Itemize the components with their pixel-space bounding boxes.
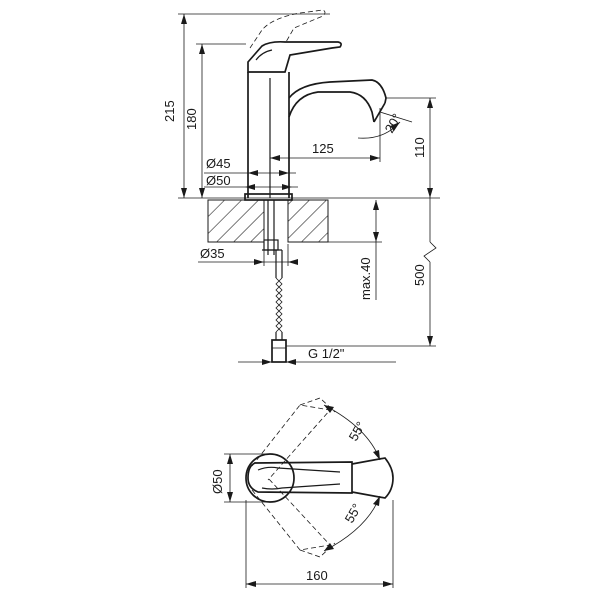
countertop-section bbox=[207, 199, 329, 243]
dim-total-height: 215 bbox=[162, 13, 330, 198]
dim-thread: G 1/2" bbox=[238, 346, 396, 365]
dim-hose-length: 500 bbox=[286, 198, 437, 347]
dim-label-55-lower: 55° bbox=[342, 501, 365, 526]
dim-outlet-height: 110 bbox=[386, 97, 436, 198]
dim-label-20deg: 20° bbox=[382, 111, 405, 136]
dim-max-40: max.40 bbox=[328, 200, 382, 300]
top-base-circle bbox=[245, 453, 295, 503]
dim-dia-50: Ø50 bbox=[204, 173, 298, 190]
top-handle-rotated-upper bbox=[251, 404, 331, 481]
dim-spout-angle: 20° bbox=[357, 111, 413, 139]
top-handle-rotated-lower bbox=[251, 477, 331, 551]
dim-top-dia-50: Ø50 bbox=[210, 453, 268, 503]
top-view: 55° 55° Ø50 160 bbox=[210, 397, 394, 588]
dim-spout-reach: 125 bbox=[270, 108, 381, 162]
dim-label-top-d50: Ø50 bbox=[210, 469, 225, 494]
faucet-body bbox=[244, 72, 293, 201]
dim-label-500: 500 bbox=[412, 264, 427, 286]
dim-dia-45: Ø45 bbox=[204, 156, 296, 176]
dim-label-thread: G 1/2" bbox=[308, 346, 345, 361]
dim-label-d45: Ø45 bbox=[206, 156, 231, 171]
dim-label-d35: Ø35 bbox=[200, 246, 225, 261]
dim-label-160: 160 bbox=[306, 568, 328, 583]
top-handle bbox=[247, 461, 353, 494]
dim-label-55-upper: 55° bbox=[346, 419, 369, 444]
dim-dia-35: Ø35 bbox=[198, 244, 298, 266]
top-spout bbox=[351, 457, 394, 499]
dim-label-215: 215 bbox=[162, 100, 177, 122]
dim-label-max40: max.40 bbox=[358, 257, 373, 300]
dim-top-length: 160 bbox=[245, 500, 394, 588]
handle bbox=[247, 9, 342, 73]
spout bbox=[288, 79, 387, 123]
shank-and-hose bbox=[262, 200, 287, 363]
dim-label-125: 125 bbox=[312, 141, 334, 156]
side-view: 215 180 Ø45 Ø50 bbox=[162, 9, 440, 365]
dim-body-height: 180 bbox=[184, 43, 246, 198]
dim-label-110: 110 bbox=[412, 137, 427, 158]
dim-label-180: 180 bbox=[184, 108, 199, 130]
dim-label-d50: Ø50 bbox=[206, 173, 231, 188]
